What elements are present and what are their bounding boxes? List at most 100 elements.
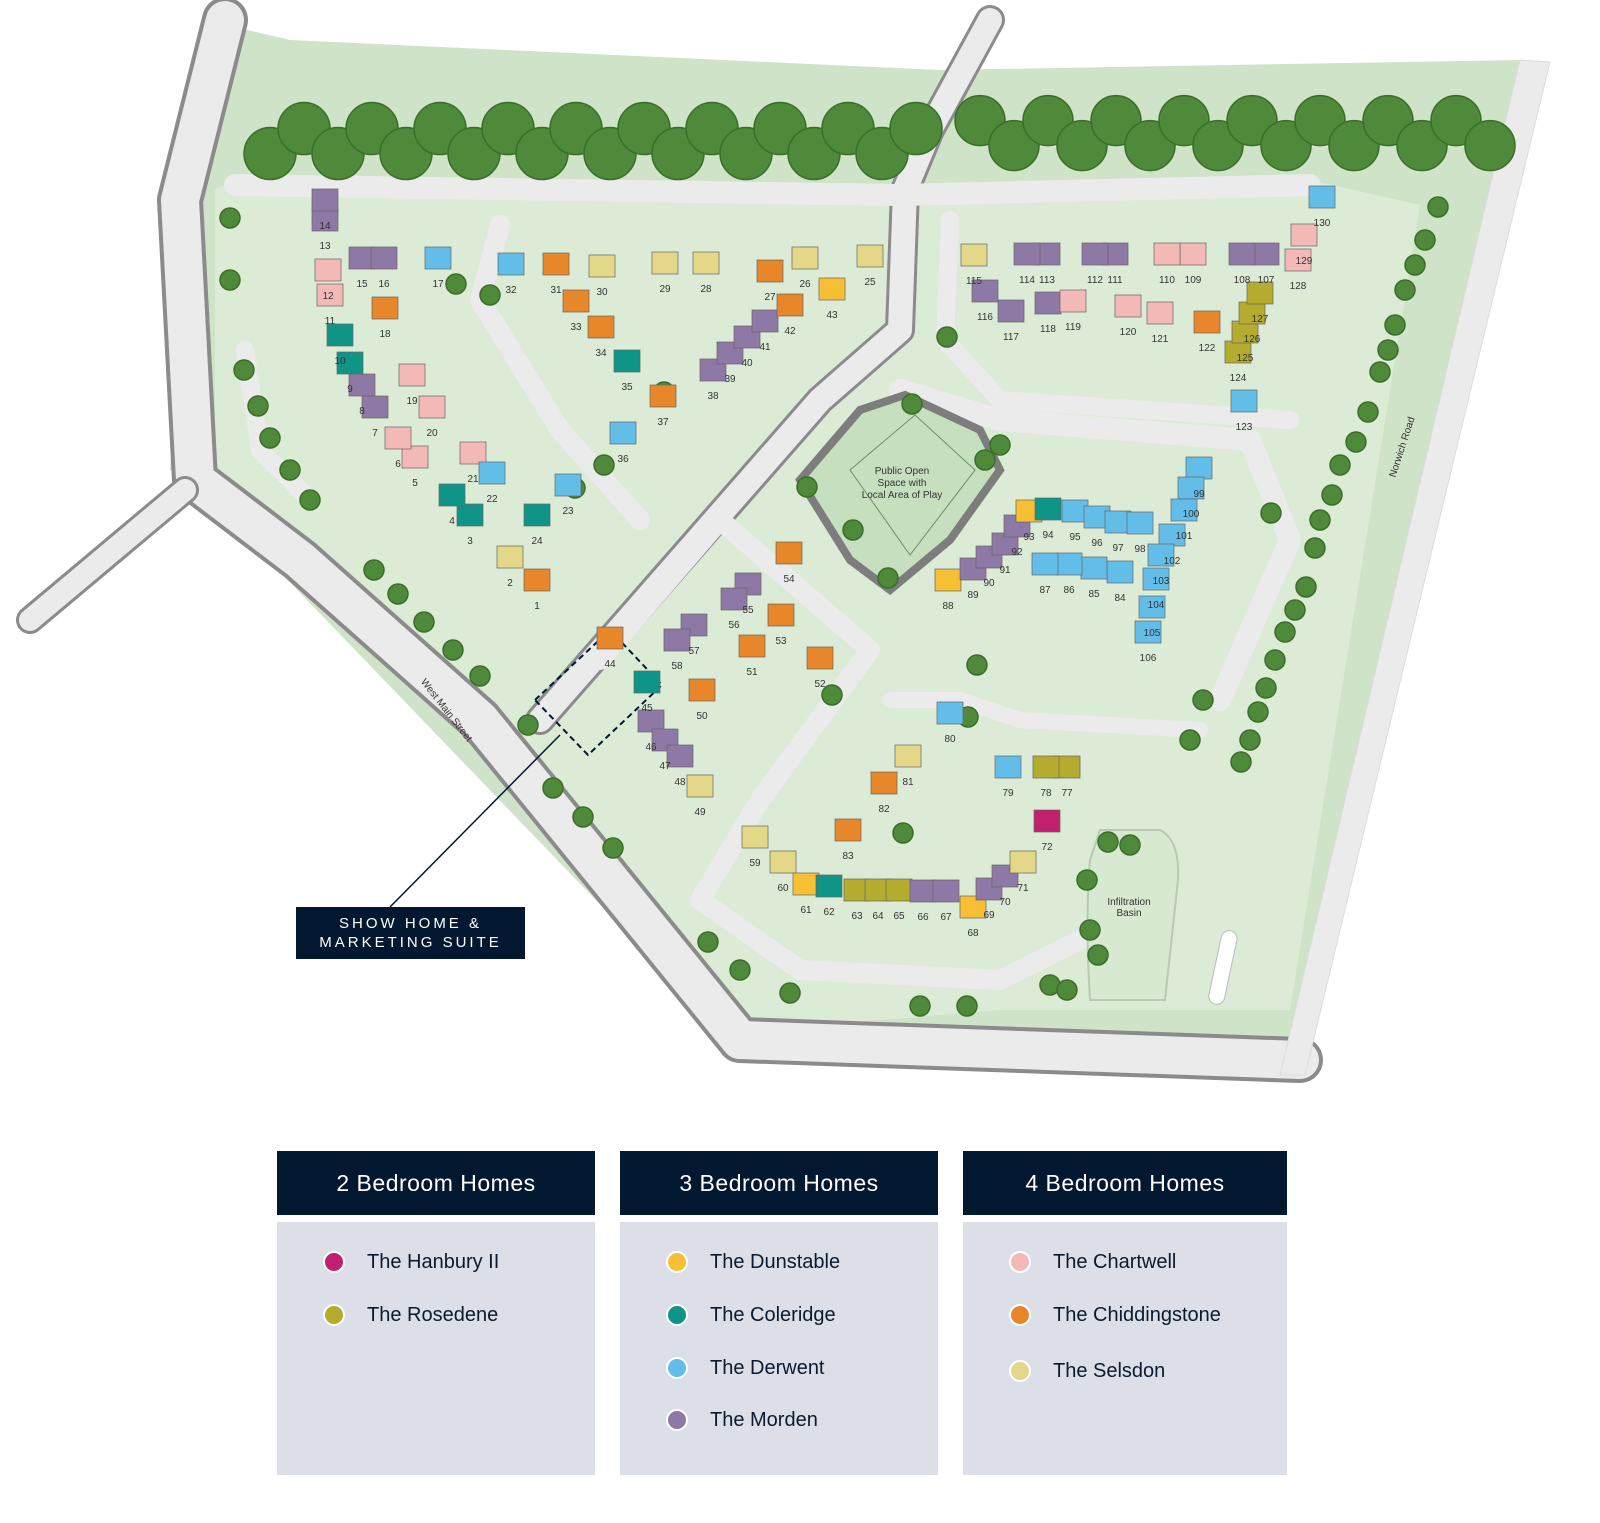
plot-number-80[interactable]: 80 xyxy=(944,734,956,745)
house-selsdon[interactable] xyxy=(496,545,524,569)
house-coleridge[interactable] xyxy=(523,503,551,527)
plot-number-62[interactable]: 62 xyxy=(823,907,835,918)
house-rosedene[interactable] xyxy=(885,878,913,902)
plot-number-71[interactable]: 71 xyxy=(1017,883,1029,894)
plot-number-55[interactable]: 55 xyxy=(742,605,754,616)
house-chartwell[interactable] xyxy=(1146,301,1174,325)
plot-number-32[interactable]: 32 xyxy=(505,285,517,296)
plot-number-113[interactable]: 113 xyxy=(1039,275,1055,286)
house-dunstable[interactable] xyxy=(818,277,846,301)
plot-number-99[interactable]: 99 xyxy=(1193,489,1205,500)
house-derwent[interactable] xyxy=(1134,620,1162,644)
house-morden[interactable] xyxy=(361,395,389,419)
plot-number-117[interactable]: 117 xyxy=(1003,332,1019,343)
house-morden[interactable] xyxy=(971,279,999,303)
plot-number-11[interactable]: 11 xyxy=(325,316,336,327)
plot-number-68[interactable]: 68 xyxy=(967,928,979,939)
plot-number-90[interactable]: 90 xyxy=(983,578,995,589)
plot-number-15[interactable]: 15 xyxy=(356,279,368,290)
house-chartwell[interactable] xyxy=(401,445,429,469)
house-morden[interactable] xyxy=(1013,242,1041,266)
plot-number-98[interactable]: 98 xyxy=(1134,544,1146,555)
plot-number-34[interactable]: 34 xyxy=(595,348,607,359)
plot-number-47[interactable]: 47 xyxy=(659,761,671,772)
plot-number-128[interactable]: 128 xyxy=(1290,281,1307,292)
house-coleridge[interactable] xyxy=(336,351,364,375)
house-morden[interactable] xyxy=(1034,291,1062,315)
house-chartwell[interactable] xyxy=(1290,223,1318,247)
plot-number-120[interactable]: 120 xyxy=(1120,327,1137,338)
house-selsdon[interactable] xyxy=(960,243,988,267)
plot-number-87[interactable]: 87 xyxy=(1039,585,1051,596)
plot-number-115[interactable]: 115 xyxy=(966,276,982,287)
house-rosedene[interactable] xyxy=(1032,755,1060,779)
plot-number-102[interactable]: 102 xyxy=(1164,556,1181,567)
plot-number-30[interactable]: 30 xyxy=(596,287,608,298)
plot-number-9[interactable]: 9 xyxy=(347,384,353,395)
house-morden[interactable] xyxy=(311,188,339,212)
plot-number-56[interactable]: 56 xyxy=(728,620,740,631)
plot-number-1[interactable]: 1 xyxy=(534,601,540,612)
plot-number-79[interactable]: 79 xyxy=(1002,788,1014,799)
plot-number-82[interactable]: 82 xyxy=(878,804,890,815)
house-chartwell[interactable] xyxy=(1114,294,1142,318)
house-morden[interactable] xyxy=(1081,242,1109,266)
house-chartwell[interactable] xyxy=(459,441,487,465)
plot-number-63[interactable]: 63 xyxy=(851,911,863,922)
house-morden[interactable] xyxy=(720,587,748,611)
house-derwent[interactable] xyxy=(1106,560,1134,584)
plot-number-22[interactable]: 22 xyxy=(486,494,498,505)
plot-number-86[interactable]: 86 xyxy=(1063,585,1075,596)
plot-number-52[interactable]: 52 xyxy=(814,679,826,690)
plot-number-14[interactable]: 14 xyxy=(319,221,331,232)
plot-number-85[interactable]: 85 xyxy=(1088,589,1100,600)
plot-number-28[interactable]: 28 xyxy=(700,284,712,295)
house-derwent[interactable] xyxy=(1185,456,1213,480)
plot-number-121[interactable]: 121 xyxy=(1152,334,1169,345)
house-derwent[interactable] xyxy=(994,755,1022,779)
house-selsdon[interactable] xyxy=(651,251,679,275)
plot-number-26[interactable]: 26 xyxy=(799,279,811,290)
plot-number-13[interactable]: 13 xyxy=(319,241,331,252)
house-selsdon[interactable] xyxy=(692,251,720,275)
house-morden[interactable] xyxy=(637,709,665,733)
plot-number-114[interactable]: 114 xyxy=(1019,275,1035,286)
plot-number-70[interactable]: 70 xyxy=(999,897,1011,908)
plot-number-129[interactable]: 129 xyxy=(1296,256,1313,267)
house-selsdon[interactable] xyxy=(686,774,714,798)
house-chiddingstone[interactable] xyxy=(834,818,862,842)
house-chiddingstone[interactable] xyxy=(870,771,898,795)
house-derwent[interactable] xyxy=(1031,552,1059,576)
plot-number-119[interactable]: 119 xyxy=(1065,322,1081,333)
house-derwent[interactable] xyxy=(1126,511,1154,535)
house-chartwell[interactable] xyxy=(1284,248,1312,272)
house-morden[interactable] xyxy=(699,358,727,382)
plot-number-64[interactable]: 64 xyxy=(872,911,884,922)
house-chiddingstone[interactable] xyxy=(775,541,803,565)
house-morden[interactable] xyxy=(370,246,398,270)
house-chiddingstone[interactable] xyxy=(649,384,677,408)
plot-number-126[interactable]: 126 xyxy=(1244,334,1261,345)
plot-number-105[interactable]: 105 xyxy=(1144,628,1161,639)
house-chartwell[interactable] xyxy=(398,363,426,387)
house-derwent[interactable] xyxy=(554,473,582,497)
plot-number-51[interactable]: 51 xyxy=(746,667,758,678)
plot-number-66[interactable]: 66 xyxy=(917,912,929,923)
plot-number-108[interactable]: 108 xyxy=(1234,275,1251,286)
show-home-marketing-suite-label[interactable]: SHOW HOME & MARKETING SUITE xyxy=(296,907,525,959)
plot-number-130[interactable]: 130 xyxy=(1314,218,1331,229)
plot-number-65[interactable]: 65 xyxy=(893,911,905,922)
house-chartwell[interactable] xyxy=(418,395,446,419)
house-derwent[interactable] xyxy=(936,701,964,725)
house-derwent[interactable] xyxy=(424,246,452,270)
plot-number-112[interactable]: 112 xyxy=(1087,275,1103,286)
plot-number-101[interactable]: 101 xyxy=(1176,531,1193,542)
plot-number-67[interactable]: 67 xyxy=(940,912,952,923)
house-morden[interactable] xyxy=(751,309,779,333)
house-chartwell[interactable] xyxy=(1059,289,1087,313)
house-chartwell[interactable] xyxy=(384,426,412,450)
plot-number-93[interactable]: 93 xyxy=(1023,532,1035,543)
plot-number-110[interactable]: 110 xyxy=(1159,275,1175,286)
plot-number-18[interactable]: 18 xyxy=(379,329,391,340)
house-chiddingstone[interactable] xyxy=(523,568,551,592)
